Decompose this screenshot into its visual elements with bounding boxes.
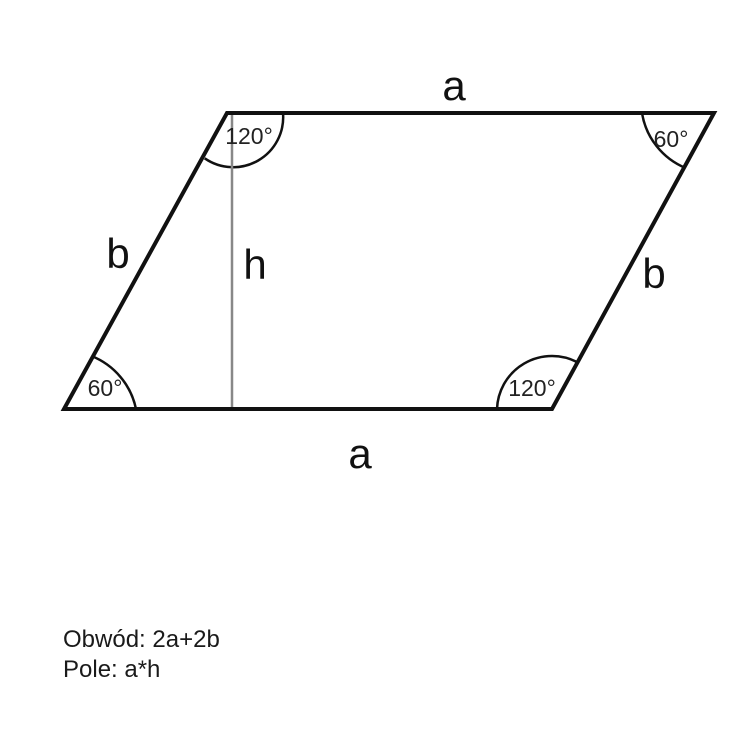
parallelogram-outline xyxy=(60,111,718,411)
angle-arc-top-right xyxy=(640,112,686,170)
side-label-right: b xyxy=(642,250,665,297)
angle-arc-bottom-left xyxy=(91,354,138,410)
angle-label-top-left: 120° xyxy=(225,123,273,149)
side-label-top: a xyxy=(442,62,466,109)
angle-label-bottom-right: 120° xyxy=(508,375,556,401)
angle-arc-bottom-right xyxy=(495,354,578,410)
side-label-left: b xyxy=(106,230,129,277)
height-label: h xyxy=(243,241,266,288)
angle-label-bottom-left: 60° xyxy=(88,375,123,401)
side-label-bottom: a xyxy=(348,430,372,477)
area-formula: Pole: a*h xyxy=(63,656,161,683)
angle-arc-top-left xyxy=(203,112,285,169)
formula-block: Obwód: 2a+2b Pole: a*h xyxy=(63,625,220,685)
angle-label-top-right: 60° xyxy=(654,126,689,152)
perimeter-formula: Obwód: 2a+2b xyxy=(63,626,220,653)
